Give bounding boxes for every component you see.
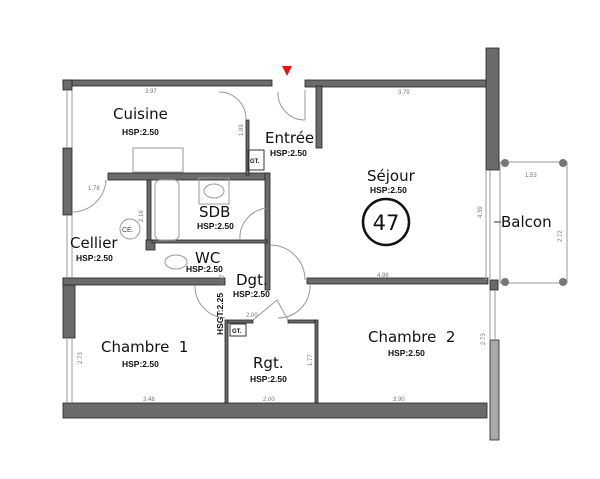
room-wc: WC: [195, 249, 220, 267]
wall-right-upper: [485, 47, 500, 171]
svg-text:3.90: 3.90: [393, 397, 405, 403]
walls: [62, 47, 500, 441]
doors: [71, 90, 311, 321]
svg-text:1.53: 1.53: [525, 173, 537, 179]
gt-box-2: [229, 323, 247, 337]
room-chambre-1: Chambre 1: [101, 338, 188, 356]
wall-left-corner: [62, 79, 73, 91]
room-balcon: Balcon: [501, 213, 552, 231]
svg-text:HSP:2.50: HSP:2.50: [197, 221, 234, 231]
svg-text:2.73: 2.73: [78, 352, 84, 364]
wall-cellier-chambre1: [62, 277, 226, 286]
svg-text:1.87: 1.87: [220, 274, 226, 286]
dimension-labels: 3.97 1.99 1.78 2.16 3.79 4.39 4.98 1.53 …: [78, 89, 564, 403]
wall-right-lower: [489, 339, 500, 441]
wall-sdb-wc: [151, 239, 268, 244]
door-sdb: [239, 207, 268, 241]
door-cellier: [71, 179, 107, 213]
area-badge: 47: [373, 211, 400, 235]
water-heater-icon: [119, 218, 141, 240]
wall-left-chambre: [62, 277, 76, 339]
sink-icon: [132, 147, 184, 173]
room-sejour: Séjour: [367, 167, 416, 185]
svg-text:HSP:2.50: HSP:2.50: [233, 289, 270, 299]
wall-rgt-right: [314, 319, 319, 404]
wall-sejour-chambre2: [306, 277, 489, 285]
room-cuisine: Cuisine: [113, 105, 168, 123]
wall-entree-right: [315, 85, 323, 149]
svg-text:HSP:2.50: HSP:2.50: [186, 264, 223, 274]
svg-text:2.16: 2.16: [139, 210, 145, 222]
svg-text:2.72: 2.72: [558, 230, 564, 242]
door-chambre2-top: [269, 244, 306, 281]
toilet-icon: [164, 254, 188, 270]
room-chambre-2: Chambre 2: [368, 328, 455, 346]
area-badge-circle: [361, 197, 411, 247]
svg-text:HSP:2.50: HSP:2.50: [388, 348, 425, 358]
svg-text:HSP:2.50: HSP:2.50: [250, 374, 287, 384]
svg-text:CE.: CE.: [122, 227, 134, 234]
door-entree: [277, 90, 306, 121]
svg-text:HSP:2.50: HSP:2.50: [122, 127, 159, 137]
svg-text:2.00: 2.00: [246, 313, 258, 319]
room-rgt: Rgt.: [253, 354, 284, 372]
wall-wc-pillar: [145, 239, 156, 251]
wall-top-right: [304, 79, 489, 88]
gt-label-1: GT.: [250, 159, 260, 165]
gt-box-1: [247, 149, 265, 171]
wall-cuisine-bottom: [107, 172, 269, 181]
room-dgt: Dgt.: [236, 271, 268, 289]
door-chambre1: [194, 284, 226, 319]
door-cuisine: [218, 91, 247, 121]
svg-text:2.73: 2.73: [481, 333, 487, 345]
hsgt-label: HSGT:2.25: [215, 293, 225, 335]
wall-rgt-top-right: [287, 319, 316, 324]
svg-text:HSP:2.50: HSP:2.50: [122, 359, 159, 369]
svg-text:HSP:2.50: HSP:2.50: [270, 148, 307, 158]
gt-label-2: GT.: [232, 329, 242, 335]
windows: [66, 90, 496, 403]
fixtures: CE.: [119, 147, 230, 270]
svg-text:3.79: 3.79: [398, 90, 410, 96]
svg-text:3.48: 3.48: [143, 397, 155, 403]
wall-rgt-top-left: [227, 319, 254, 324]
svg-text:3.97: 3.97: [145, 89, 157, 95]
svg-text:1.78: 1.78: [88, 186, 100, 192]
svg-text:1.99: 1.99: [239, 124, 245, 136]
wall-cuisine-entree: [245, 119, 250, 176]
wall-cellier-right: [146, 179, 152, 249]
wall-left-cellier: [62, 147, 73, 216]
wall-right-pillar: [489, 279, 499, 291]
entry-marker-icon: [282, 66, 292, 76]
room-entree: Entrée: [265, 129, 314, 147]
room-cellier: Cellier: [70, 234, 118, 252]
wall-top-left: [62, 79, 273, 87]
svg-text:4.39: 4.39: [478, 206, 484, 218]
wall-sdb-right: [264, 172, 271, 291]
svg-text:HSP:2.50: HSP:2.50: [76, 253, 113, 263]
door-rgt: [252, 299, 289, 321]
door-chambre2: [277, 284, 311, 319]
bathtub-icon: [154, 179, 180, 241]
svg-text:2.00: 2.00: [263, 397, 275, 403]
svg-text:4.98: 4.98: [377, 273, 389, 279]
svg-text:HSP:2.50: HSP:2.50: [370, 185, 407, 195]
wall-rgt-left: [224, 319, 229, 404]
washbasin-icon: [198, 177, 230, 205]
wall-bottom: [62, 402, 488, 419]
svg-text:1.77: 1.77: [308, 354, 314, 366]
room-sdb: SDB: [199, 203, 230, 221]
